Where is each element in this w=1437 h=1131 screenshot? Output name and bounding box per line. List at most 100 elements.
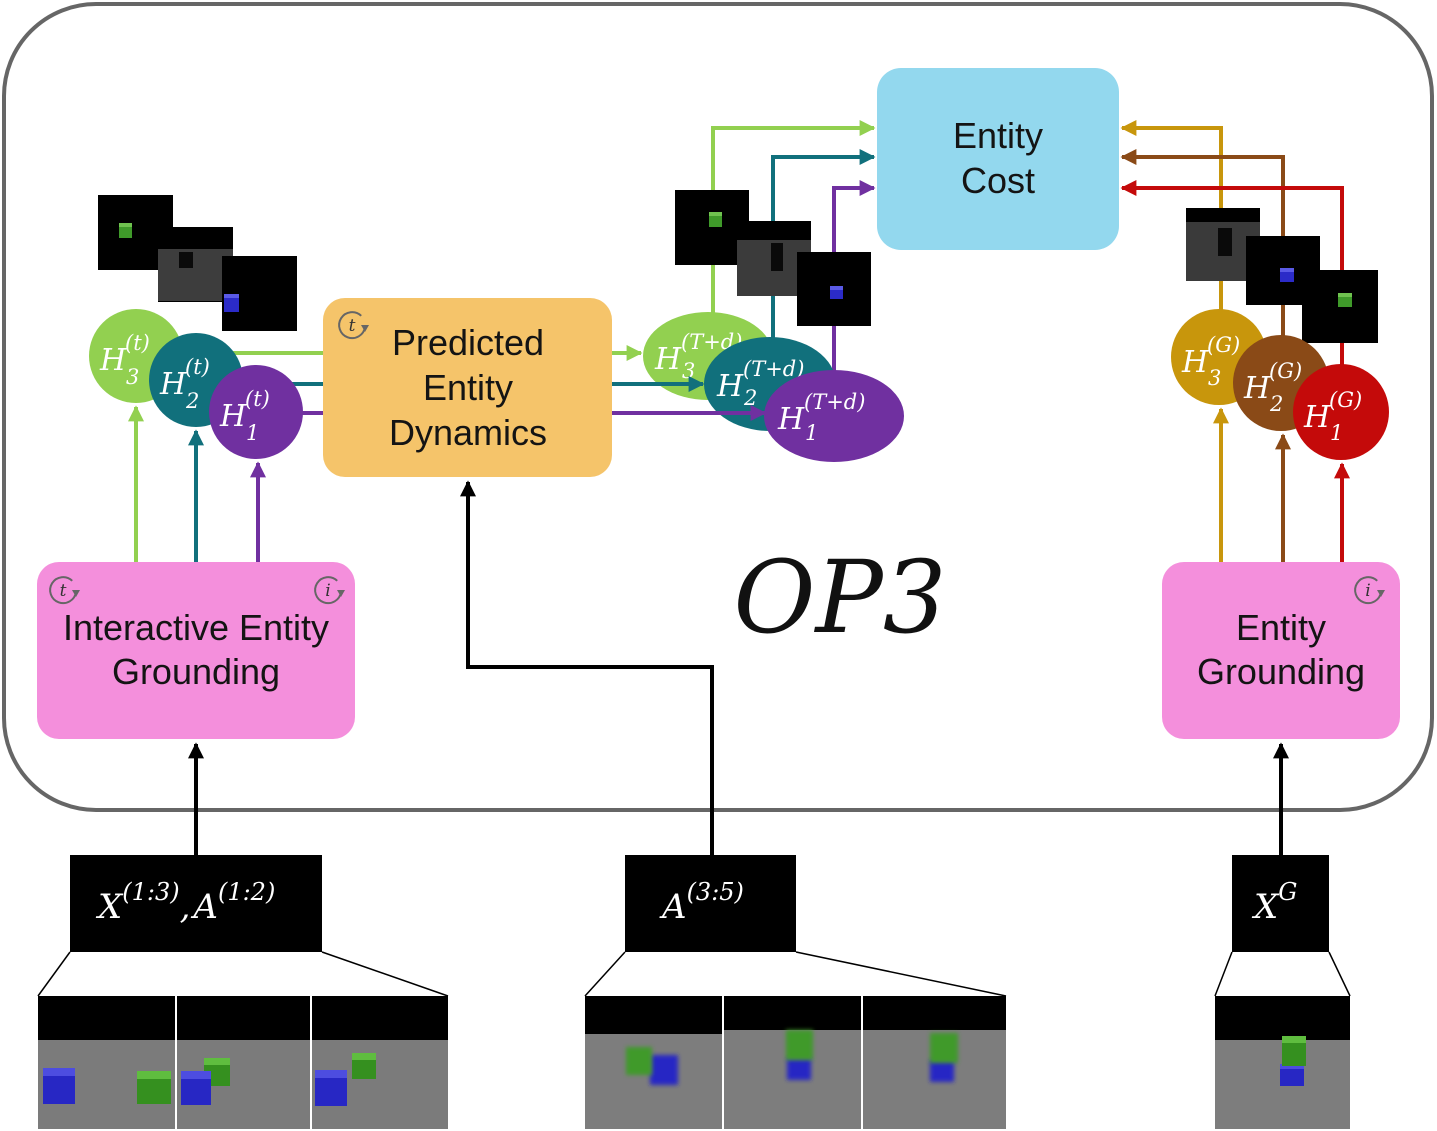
observation-action-input: X(1:3),A(1:2) [70, 855, 322, 952]
latent-symbol: H [654, 342, 682, 377]
entity-cost-module: Entity Cost [877, 68, 1119, 250]
latent-superscript: (G) [1269, 359, 1302, 383]
latent-subscript: 1 [805, 421, 818, 445]
model-name: OP3 [734, 539, 947, 656]
latent-symbol: H [1243, 371, 1271, 406]
module-label: Interactive Entity [63, 607, 329, 648]
module-label: Predicted [392, 322, 544, 363]
latent-node-1: H (t) 1 [209, 365, 303, 459]
input-symbol: X [1251, 887, 1280, 927]
predicted-entity-dynamics-module: Predicted Entity Dynamics [323, 298, 612, 477]
input-symbol: A [190, 887, 218, 927]
latent-symbol: H [99, 343, 127, 378]
latent-ellipse [764, 370, 904, 462]
latent-circle [1293, 364, 1389, 460]
latent-subscript: 3 [126, 365, 139, 389]
observation-frame [177, 996, 310, 1129]
thumbnail [1302, 270, 1378, 343]
input-label: XG [1251, 878, 1297, 927]
action-frame [863, 996, 1006, 1129]
time-loop-icon: t [49, 576, 80, 605]
latent-symbol: H [159, 367, 187, 402]
icon-letter: i [325, 581, 330, 601]
observation-frame [312, 996, 448, 1129]
thumbnail [797, 252, 871, 326]
observation-frame [38, 996, 175, 1129]
entity-grounding-module: Entity Grounding [1162, 562, 1400, 739]
predicted-latents: H (T+d) 3 H (T+d) 2 H (T+d) 1 [612, 312, 904, 462]
latent-subscript: 1 [246, 421, 259, 445]
goal-entity-thumbnails [1186, 208, 1378, 343]
input-superscript: G [1278, 878, 1297, 906]
module-label: Entity [423, 367, 513, 408]
time-loop-icon: t [338, 311, 369, 340]
current-latents: H (t) 3 H (t) 2 H (t) 1 [89, 309, 303, 459]
input-label: A(3:5) [659, 878, 744, 927]
input-separator: , [180, 887, 191, 927]
latent-subscript: 2 [743, 386, 757, 410]
goal-image-input: XG [1232, 855, 1329, 952]
icon-letter: t [60, 581, 67, 601]
iteration-loop-icon: i [314, 576, 345, 605]
latent-symbol: H [777, 402, 805, 437]
latent-subscript: 2 [185, 389, 199, 413]
thumbnail [675, 190, 749, 265]
input-box [625, 855, 796, 952]
module-label: Grounding [1197, 651, 1365, 692]
interactive-entity-grounding-module: Interactive Entity Grounding [37, 562, 355, 739]
action-frame [724, 996, 861, 1129]
icon-letter: i [1365, 581, 1370, 601]
input-superscript: (1:3) [122, 878, 179, 906]
model-frame [2, 2, 1434, 812]
module-label: Cost [961, 160, 1035, 201]
predicted-node-2: H (T+d) 2 [704, 337, 836, 431]
latent-superscript: (t) [245, 387, 270, 411]
latent-subscript: 2 [1269, 392, 1283, 416]
module-box [37, 562, 355, 739]
latent-symbol: H [219, 399, 247, 434]
latent-symbol: H [716, 369, 744, 404]
predicted-entity-thumbnails [675, 190, 871, 326]
goal-frame [1215, 996, 1350, 1129]
dynamics-output-arrows [612, 345, 767, 421]
predicted-node-1: H (T+d) 1 [764, 370, 904, 462]
latent-circle [209, 365, 303, 459]
future-action-input: A(3:5) [625, 855, 796, 952]
latent-superscript: (T+d) [743, 357, 804, 381]
module-box [1162, 562, 1400, 739]
module-box [323, 298, 612, 477]
module-label: Entity [953, 115, 1043, 156]
thumbnail [158, 227, 233, 302]
latent-symbol: H [1181, 345, 1209, 380]
action-frame [585, 996, 722, 1129]
thumbnail [222, 256, 297, 331]
latent-superscript: (G) [1207, 333, 1240, 357]
action-input-arrow [460, 480, 714, 855]
module-label: Grounding [112, 651, 280, 692]
latent-superscript: (T+d) [804, 390, 865, 414]
current-entity-thumbnails [98, 195, 297, 331]
observation-frames [38, 996, 448, 1129]
module-box [877, 68, 1119, 250]
latent-superscript: (t) [185, 355, 210, 379]
latent-superscript: (t) [125, 331, 150, 355]
input-label: X(1:3),A(1:2) [95, 878, 275, 927]
action-frames [585, 996, 1006, 1129]
latent-subscript: 1 [1330, 421, 1343, 445]
latent-subscript: 3 [1208, 366, 1221, 390]
input-superscript: (3:5) [687, 878, 744, 906]
icon-letter: t [349, 316, 356, 336]
module-label: Dynamics [389, 412, 547, 453]
iteration-loop-icon: i [1354, 576, 1385, 605]
input-superscript: (1:2) [218, 878, 275, 906]
module-label: Entity [1236, 607, 1326, 648]
input-box [1232, 855, 1329, 952]
input-box [70, 855, 322, 952]
latent-subscript: 3 [682, 359, 695, 383]
goal-node-1: H (G) 1 [1293, 364, 1389, 460]
input-symbol: A [659, 887, 687, 927]
zoom-lines [37, 951, 1351, 997]
goal-latents: H (G) 3 H (G) 2 H (G) 1 [1171, 309, 1389, 460]
input-symbol: X [95, 887, 124, 927]
